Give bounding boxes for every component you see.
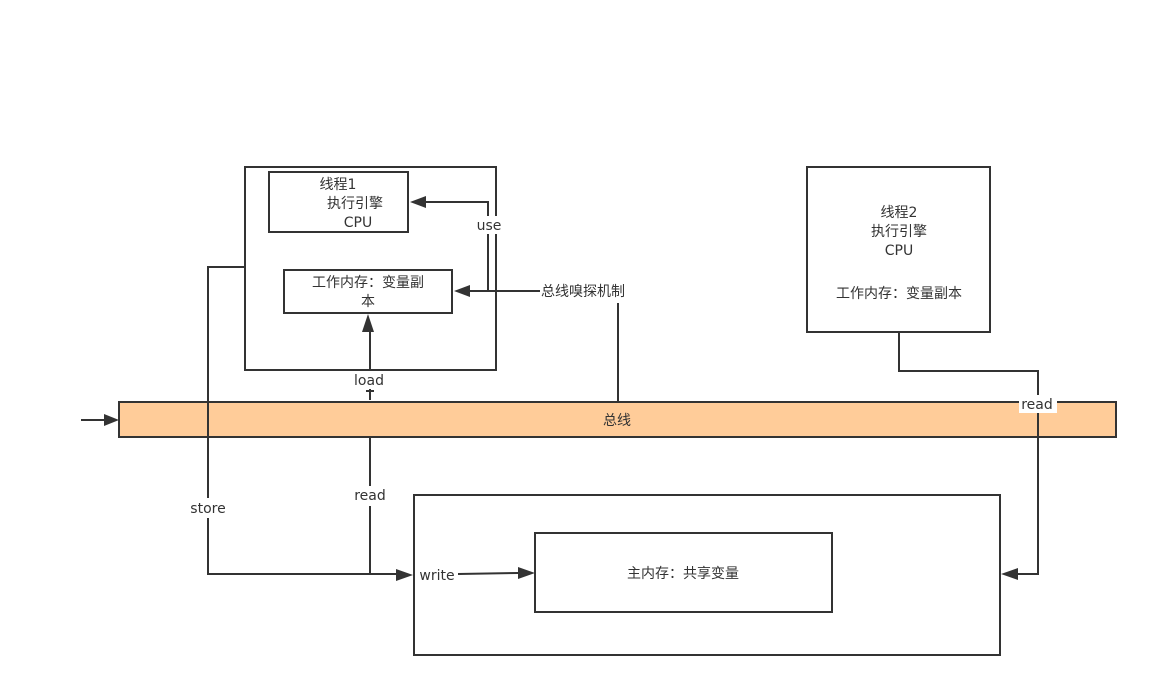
write-arrowhead bbox=[518, 567, 535, 579]
thread2-line-2: 执行引擎 bbox=[871, 224, 927, 240]
thread1-engine-line-3: CPU bbox=[344, 215, 372, 231]
main-memory-label: 主内存：共享变量 bbox=[627, 565, 739, 582]
thread1-engine-line-1: 线程1 bbox=[320, 177, 357, 193]
thread1-working-memory-line-1: 工作内存：变量副 bbox=[312, 275, 424, 291]
bus-bar[interactable] bbox=[118, 401, 1117, 438]
bus-label: 总线 bbox=[603, 413, 631, 429]
write-edge bbox=[457, 572, 519, 575]
main-memory-box[interactable] bbox=[534, 532, 833, 613]
load-label: load bbox=[354, 373, 384, 389]
load-arrowhead bbox=[362, 314, 374, 332]
thread1-engine-box[interactable] bbox=[268, 171, 409, 233]
snoop-label: 总线嗅探机制 bbox=[541, 284, 625, 300]
thread1-engine-line-2: 执行引擎 bbox=[327, 196, 383, 212]
read-thread2-edge bbox=[898, 332, 1039, 575]
read-thread2-arrowhead bbox=[1001, 568, 1018, 580]
use-arrowhead bbox=[410, 196, 426, 208]
use-edge bbox=[424, 201, 489, 291]
write-label: write bbox=[419, 568, 454, 584]
read-thread2-label: read bbox=[1021, 397, 1053, 413]
bus-entry-arrowhead bbox=[104, 414, 119, 426]
store-label: store bbox=[190, 501, 225, 517]
thread2-line-3: CPU bbox=[885, 243, 913, 259]
thread1-working-memory-box[interactable] bbox=[283, 269, 453, 314]
store-edge bbox=[207, 266, 396, 575]
write-in-arrowhead bbox=[396, 569, 413, 581]
thread2-line-1: 线程2 bbox=[881, 205, 918, 221]
use-label: use bbox=[477, 218, 502, 234]
snoop-arrowhead bbox=[454, 285, 470, 297]
read-thread1-label: read bbox=[354, 488, 386, 504]
read-thread1-edge bbox=[369, 437, 398, 575]
thread1-working-memory-line-2: 本 bbox=[361, 294, 375, 310]
thread2-line-5: 工作内存：变量副本 bbox=[836, 286, 962, 302]
